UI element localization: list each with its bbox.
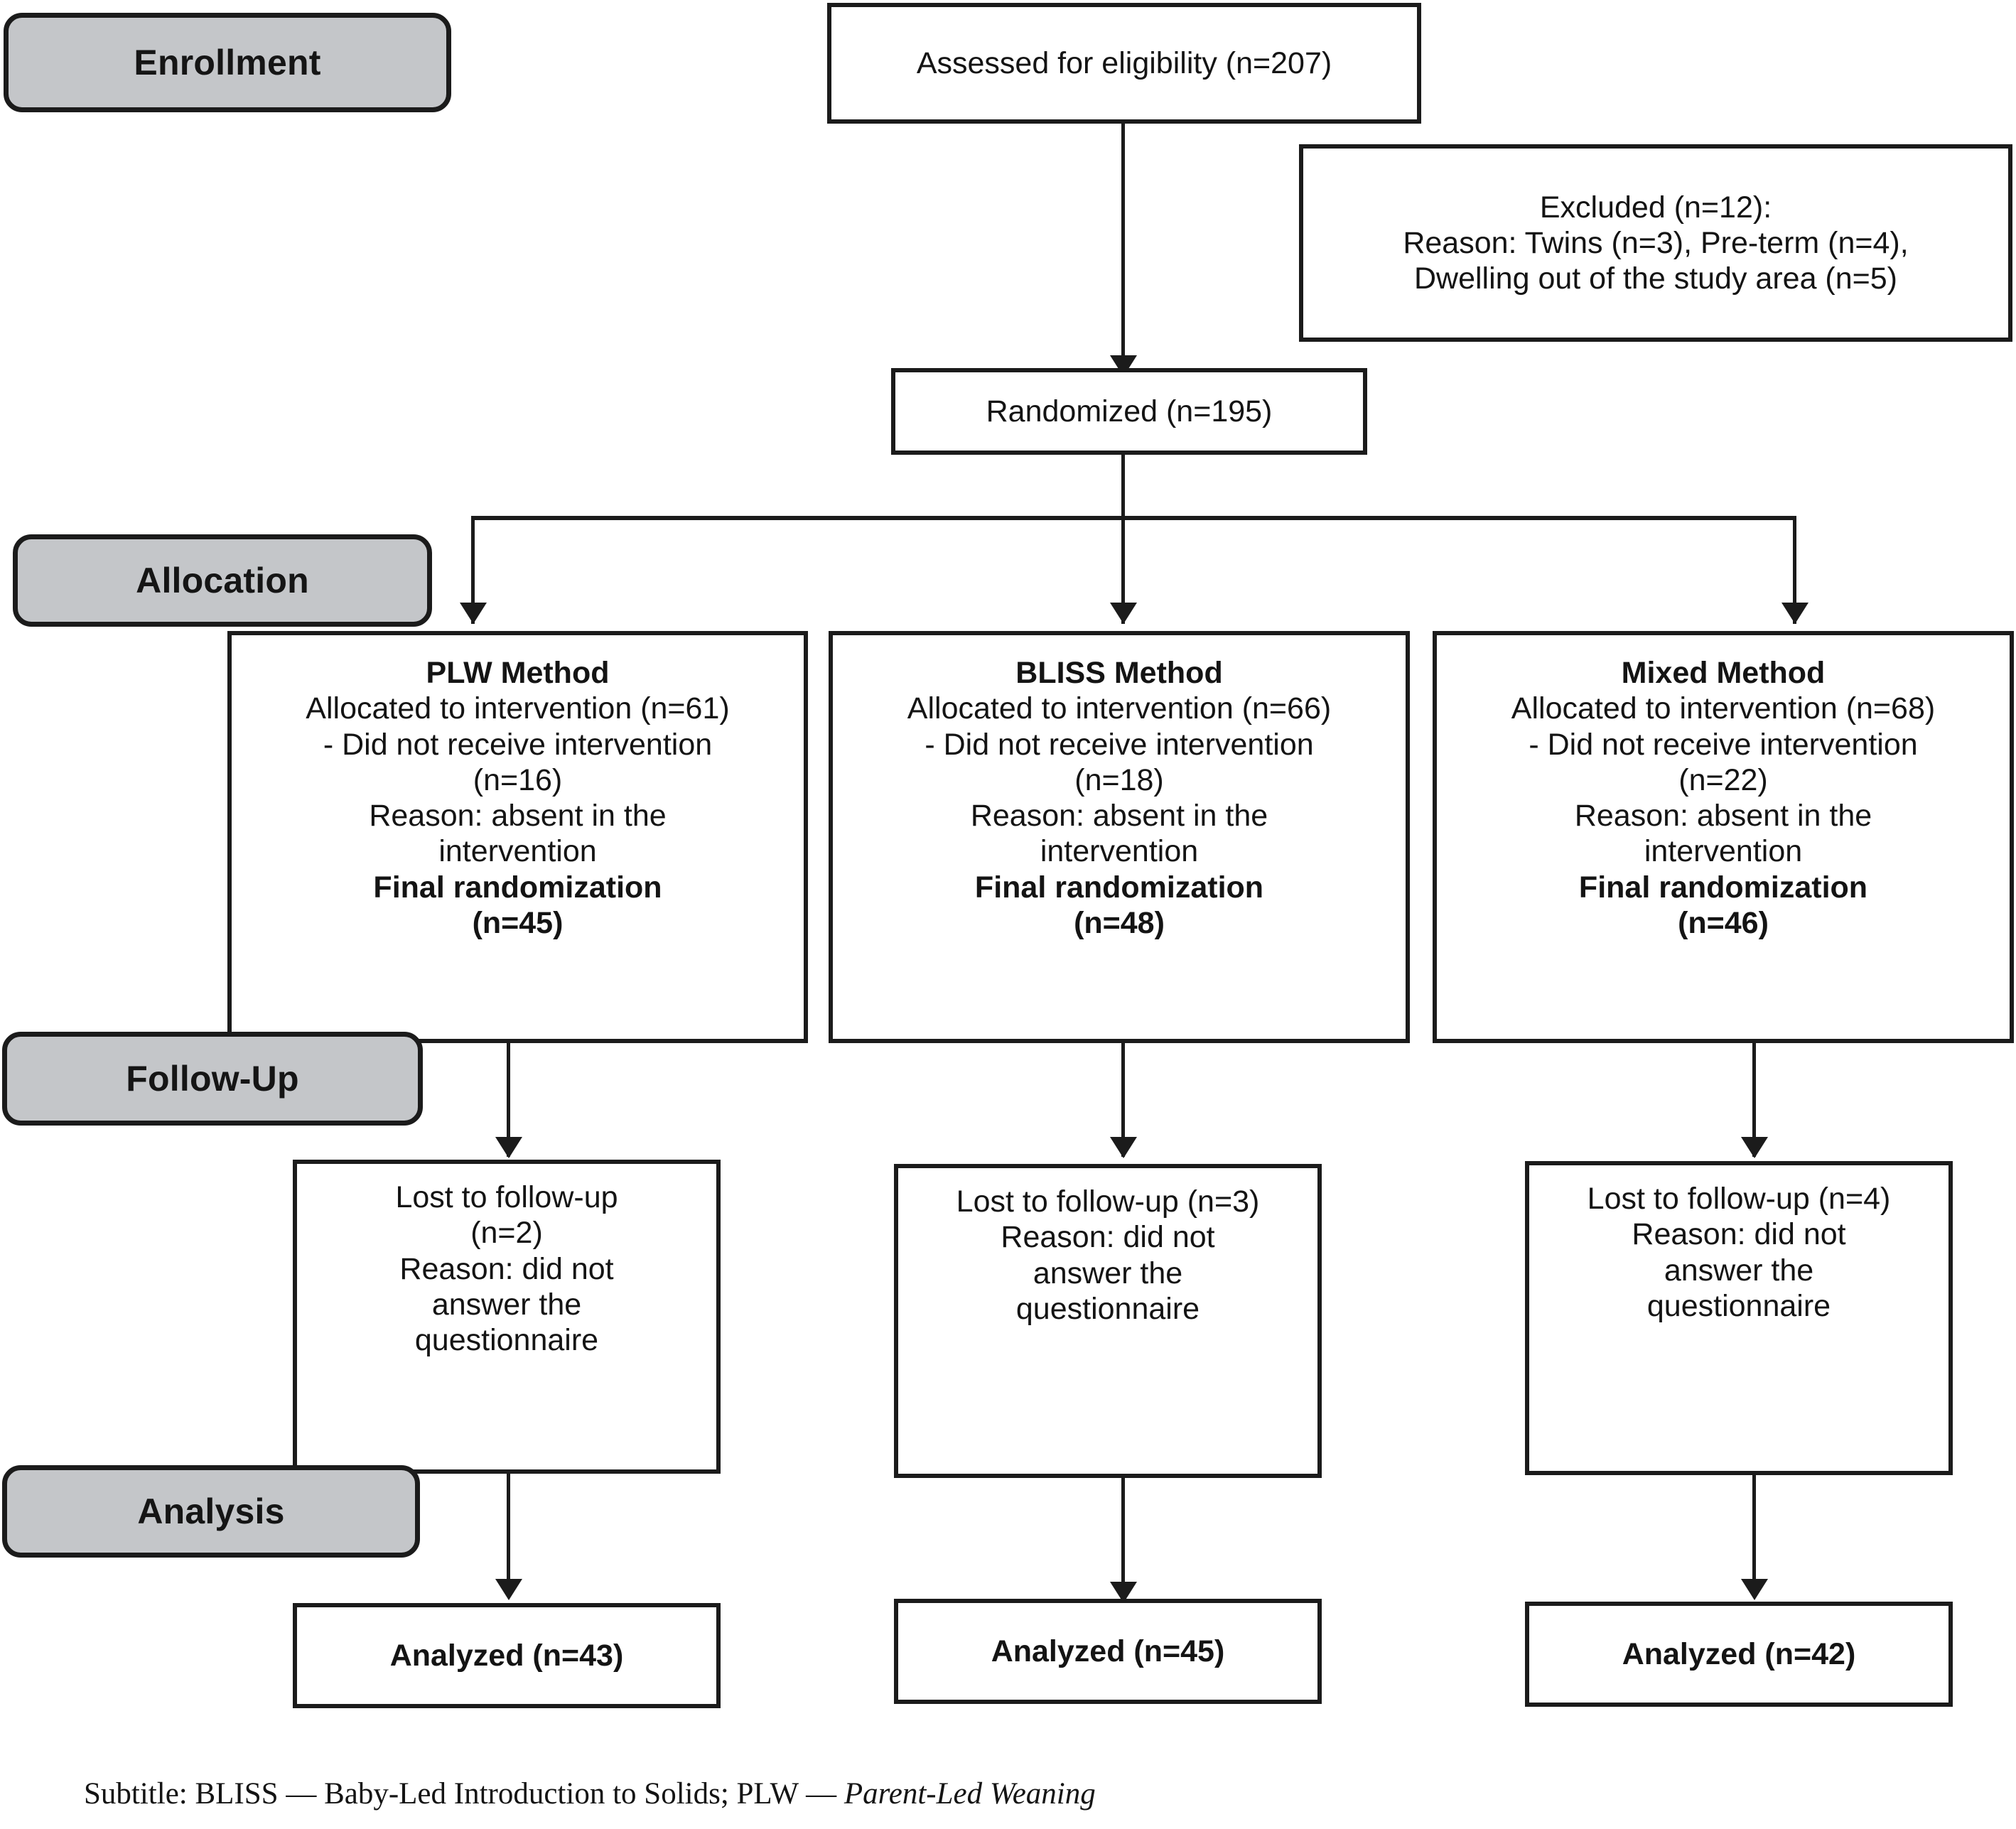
node-line: questionnaire — [414, 1323, 599, 1358]
connector-plw-followup-to-analyzed — [507, 1474, 510, 1587]
node-line: Reason: absent in the — [970, 799, 1268, 833]
node-line: Final randomization — [974, 870, 1264, 905]
node-excluded: Excluded (n=12): Reason: Twins (n=3), Pr… — [1299, 144, 2012, 342]
arrowhead-plw-followup-to-analyzed — [495, 1579, 522, 1600]
node-line: questionnaire — [1646, 1288, 1831, 1323]
node-line: Reason: Twins (n=3), Pre-term (n=4), — [1403, 225, 1909, 260]
node-mixed-allocation: Mixed Method Allocated to intervention (… — [1433, 631, 2014, 1043]
node-line: - Did not receive intervention — [1529, 727, 1918, 762]
connector-allocation-bus — [471, 516, 1796, 520]
footnote-italic-term: Parent-Led Weaning — [843, 1777, 1096, 1811]
arrowhead-plw-alloc-to-followup — [495, 1137, 522, 1158]
node-mixed-followup: Lost to follow-up (n=4) Reason: did not … — [1525, 1161, 1953, 1475]
connector-bus-to-bliss — [1121, 516, 1125, 624]
node-line: Excluded (n=12): — [1539, 190, 1772, 225]
node-plw-analyzed: Analyzed (n=43) — [293, 1603, 721, 1708]
node-line: Allocated to intervention (n=68) — [1511, 691, 1936, 726]
connector-plw-alloc-to-followup — [507, 1043, 510, 1157]
node-line: Randomized (n=195) — [986, 394, 1273, 428]
node-plw-followup: Lost to follow-up (n=2) Reason: did not … — [293, 1160, 721, 1474]
node-line: (n=18) — [1074, 762, 1164, 797]
connector-bus-to-plw — [471, 516, 475, 624]
node-line: Lost to follow-up (n=4) — [1587, 1182, 1891, 1216]
node-line: (n=2) — [470, 1216, 543, 1251]
arrowhead-bus-to-plw — [460, 603, 487, 624]
connector-bliss-followup-to-analyzed — [1121, 1478, 1125, 1592]
node-title: BLISS Method — [1015, 656, 1223, 690]
arrowhead-bus-to-mixed — [1781, 603, 1809, 624]
node-line: Reason: absent in the — [369, 799, 667, 833]
node-line: - Did not receive intervention — [323, 727, 713, 762]
node-line: (n=16) — [473, 762, 563, 797]
node-plw-allocation: PLW Method Allocated to intervention (n=… — [227, 631, 808, 1043]
node-line: Lost to follow-up (n=3) — [956, 1185, 1260, 1219]
connector-mixed-alloc-to-followup — [1752, 1043, 1756, 1157]
stage-label-analysis-text: Analysis — [137, 1491, 285, 1531]
arrowhead-mixed-alloc-to-followup — [1741, 1137, 1768, 1158]
node-line: questionnaire — [1015, 1291, 1200, 1326]
node-line: Allocated to intervention (n=66) — [907, 691, 1332, 726]
node-bliss-allocation: BLISS Method Allocated to intervention (… — [829, 631, 1410, 1043]
node-line: (n=22) — [1678, 762, 1768, 797]
node-title: Mixed Method — [1621, 656, 1826, 690]
connector-assessed-to-randomized — [1121, 124, 1125, 365]
stage-label-allocation: Allocation — [13, 534, 432, 627]
connector-bliss-alloc-to-followup — [1121, 1043, 1125, 1157]
node-line: Analyzed (n=45) — [991, 1634, 1225, 1668]
node-mixed-analyzed: Analyzed (n=42) — [1525, 1602, 1953, 1707]
node-line: (n=48) — [1074, 906, 1165, 941]
node-line: (n=45) — [472, 906, 564, 941]
stage-label-follow-up: Follow-Up — [2, 1032, 423, 1126]
node-line: Reason: did not — [399, 1251, 614, 1286]
node-line: intervention — [1644, 834, 1803, 869]
node-line: Reason: did not — [1001, 1220, 1215, 1255]
stage-label-follow-up-text: Follow-Up — [126, 1059, 299, 1099]
node-line: Final randomization — [1578, 870, 1868, 905]
node-title: PLW Method — [426, 656, 610, 690]
node-line: Analyzed (n=42) — [1622, 1636, 1856, 1671]
connector-bus-to-mixed — [1793, 516, 1796, 624]
node-line: Assessed for eligibility (n=207) — [916, 45, 1332, 80]
connector-randomized-stem — [1121, 455, 1125, 520]
node-line: Allocated to intervention (n=61) — [306, 691, 730, 726]
node-line: - Did not receive intervention — [925, 727, 1314, 762]
node-line: intervention — [1040, 834, 1199, 869]
node-line: Analyzed (n=43) — [389, 1638, 624, 1673]
figure-footnote: Subtitle: BLISS — Baby-Led Introduction … — [84, 1776, 1096, 1811]
stage-label-enrollment: Enrollment — [4, 13, 451, 112]
arrowhead-bus-to-bliss — [1110, 603, 1137, 624]
node-line: answer the — [1664, 1253, 1814, 1288]
node-line: Reason: absent in the — [1574, 799, 1872, 833]
node-line: Final randomization — [373, 870, 662, 905]
node-line: answer the — [431, 1287, 582, 1322]
node-line: Lost to follow-up — [395, 1180, 618, 1214]
stage-label-enrollment-text: Enrollment — [134, 43, 321, 82]
stage-label-allocation-text: Allocation — [136, 561, 309, 600]
node-line: intervention — [438, 834, 597, 869]
node-line: answer the — [1033, 1256, 1183, 1290]
node-assessed-for-eligibility: Assessed for eligibility (n=207) — [827, 3, 1421, 124]
node-bliss-analyzed: Analyzed (n=45) — [894, 1599, 1322, 1704]
node-line: Reason: did not — [1632, 1217, 1846, 1252]
connector-mixed-followup-to-analyzed — [1752, 1475, 1756, 1589]
node-randomized: Randomized (n=195) — [891, 368, 1367, 455]
node-line: (n=46) — [1678, 906, 1769, 941]
footnote-prefix: Subtitle: BLISS — Baby-Led Introduction … — [84, 1777, 844, 1811]
node-bliss-followup: Lost to follow-up (n=3) Reason: did not … — [894, 1164, 1322, 1478]
node-line: Dwelling out of the study area (n=5) — [1413, 261, 1898, 296]
stage-label-analysis: Analysis — [2, 1465, 420, 1558]
arrowhead-mixed-followup-to-analyzed — [1741, 1579, 1768, 1600]
arrowhead-bliss-alloc-to-followup — [1110, 1137, 1137, 1158]
